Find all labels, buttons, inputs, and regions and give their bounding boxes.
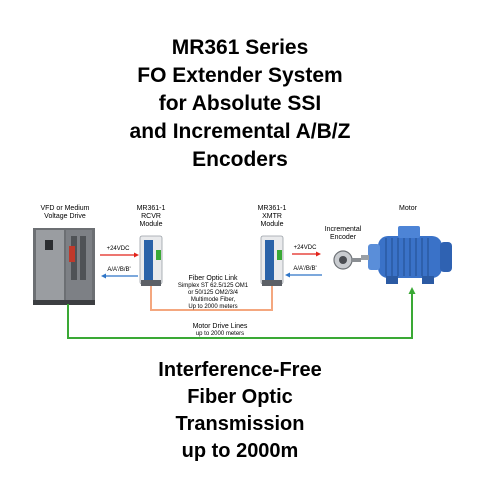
encoder-image: [333, 250, 361, 270]
motor-label: Motor: [399, 205, 417, 212]
data-label-left: A/A'/B/B': [107, 267, 131, 273]
subtitle-line-2: Fiber Optic: [187, 386, 293, 408]
power-label-left: +24VDC: [106, 246, 130, 252]
data-arrow-left: [101, 273, 138, 279]
subtitle-line-4: up to 2000m: [181, 440, 299, 462]
xmtr-label: MR361-1 XMTR Module: [257, 205, 287, 228]
vfd-label: VFD or Medium Voltage Drive: [40, 205, 90, 220]
drive-lines-label: Motor Drive Lines up to 2000 meters: [192, 323, 248, 337]
data-label-right: A/A'/B/B': [293, 266, 317, 272]
vfd-cabinet-image: [33, 228, 95, 305]
title-line-1: MR361 Series: [171, 36, 309, 59]
title-line-2: FO Extender System: [137, 64, 343, 87]
data-arrow-right: [285, 272, 322, 278]
power-arrow-right: [292, 251, 321, 257]
power-label-right: +24VDC: [293, 245, 317, 251]
title-line-4: and Incremental A/B/Z: [129, 120, 351, 143]
encoder-label: Incremental Encoder: [324, 226, 362, 241]
subtitle-line-1: Interference-Free: [158, 359, 322, 381]
rcvr-label: MR361-1 RCVR Module: [136, 205, 166, 228]
power-arrow-left: [100, 252, 139, 258]
fiber-optic-cable: [150, 286, 273, 311]
motor-drive-lines: [67, 287, 416, 339]
subtitle-line-3: Transmission: [175, 413, 305, 435]
xmtr-module-image: [260, 235, 284, 286]
title-line-3: for Absolute SSI: [158, 92, 322, 115]
rcvr-module-image: [139, 235, 163, 286]
title-line-5: Encoders: [192, 148, 288, 171]
motor-image: [361, 226, 452, 284]
fiber-link-label: Fiber Optic Link Simplex ST 62.5/125 OM1…: [177, 275, 249, 310]
